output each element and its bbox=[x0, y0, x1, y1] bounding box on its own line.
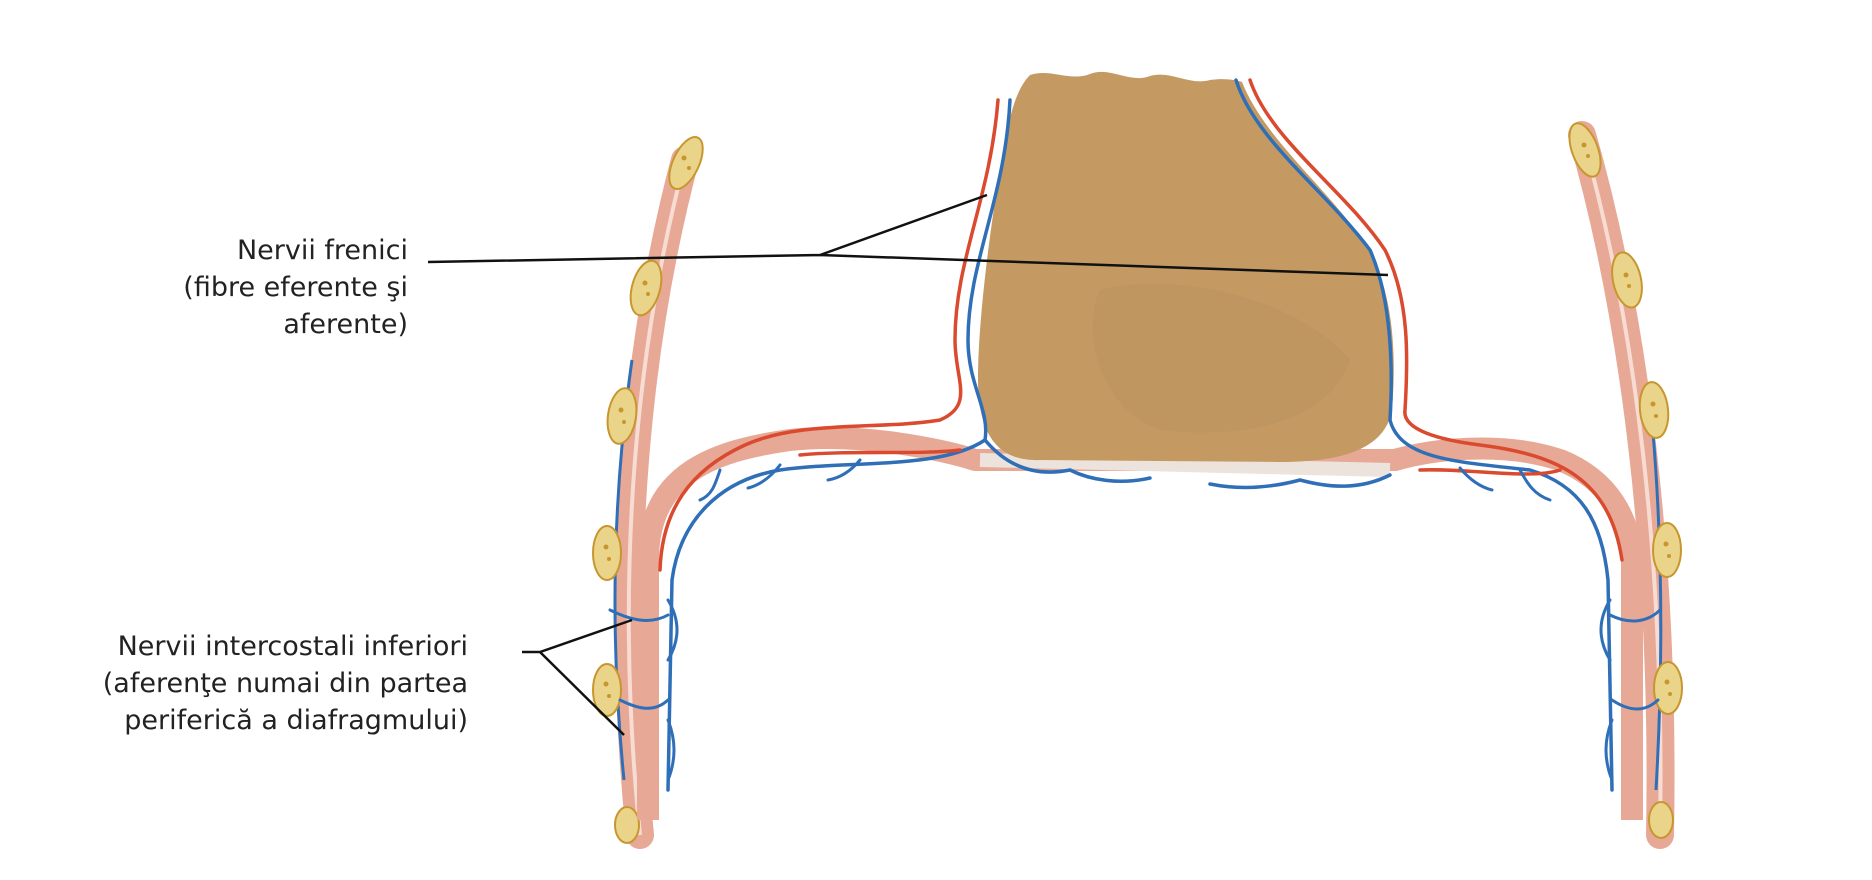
right-rib-texture bbox=[1581, 142, 1672, 696]
rib-cross-section bbox=[1638, 381, 1670, 439]
rib-cross-section bbox=[629, 259, 663, 317]
right-chest-wall bbox=[1568, 121, 1675, 849]
rib-cross-section bbox=[1568, 122, 1602, 178]
rib-cross-section bbox=[1653, 661, 1683, 715]
phrenic-label-line-2: (fibre eferente şi bbox=[183, 272, 408, 303]
phrenic-label-line-3: aferente) bbox=[283, 309, 408, 340]
right-phrenic-nerve bbox=[1208, 78, 1624, 792]
right-ribs bbox=[1568, 122, 1683, 839]
rib-cross-section bbox=[614, 806, 640, 844]
phrenic-label-line-1: Nervii frenici bbox=[236, 235, 408, 266]
heart-shading bbox=[1092, 283, 1350, 433]
left-rib-texture bbox=[603, 155, 691, 698]
rib-cross-section bbox=[1611, 251, 1643, 309]
intercostal-leader-line bbox=[522, 618, 633, 736]
left-phrenic-nerve bbox=[658, 98, 1152, 792]
intercostal-nerves-label: Nervii intercostali inferiori (aferenţe … bbox=[103, 628, 468, 739]
rib-cross-section bbox=[592, 663, 622, 717]
rib-cross-section bbox=[668, 136, 704, 190]
intercostal-label-line-3: periferică a diafragmului) bbox=[124, 705, 468, 736]
intercostal-label-line-2: (aferenţe numai din partea bbox=[102, 668, 468, 699]
rib-cross-section bbox=[606, 387, 638, 445]
phrenic-nerves-label: Nervii frenici (fibre eferente şi aferen… bbox=[183, 232, 408, 343]
rib-cross-section bbox=[592, 525, 622, 581]
rib-cross-section bbox=[1652, 522, 1682, 578]
right-intercostal-branches bbox=[1458, 466, 1662, 782]
left-ribs bbox=[592, 136, 704, 844]
rib-cross-section bbox=[1648, 801, 1674, 839]
diaphragm bbox=[637, 427, 1643, 820]
intercostal-label-line-1: Nervii intercostali inferiori bbox=[117, 631, 468, 662]
phrenic-leader-line bbox=[427, 193, 1389, 277]
leader-lines bbox=[427, 193, 1389, 736]
left-intercostal-branches bbox=[608, 458, 862, 782]
